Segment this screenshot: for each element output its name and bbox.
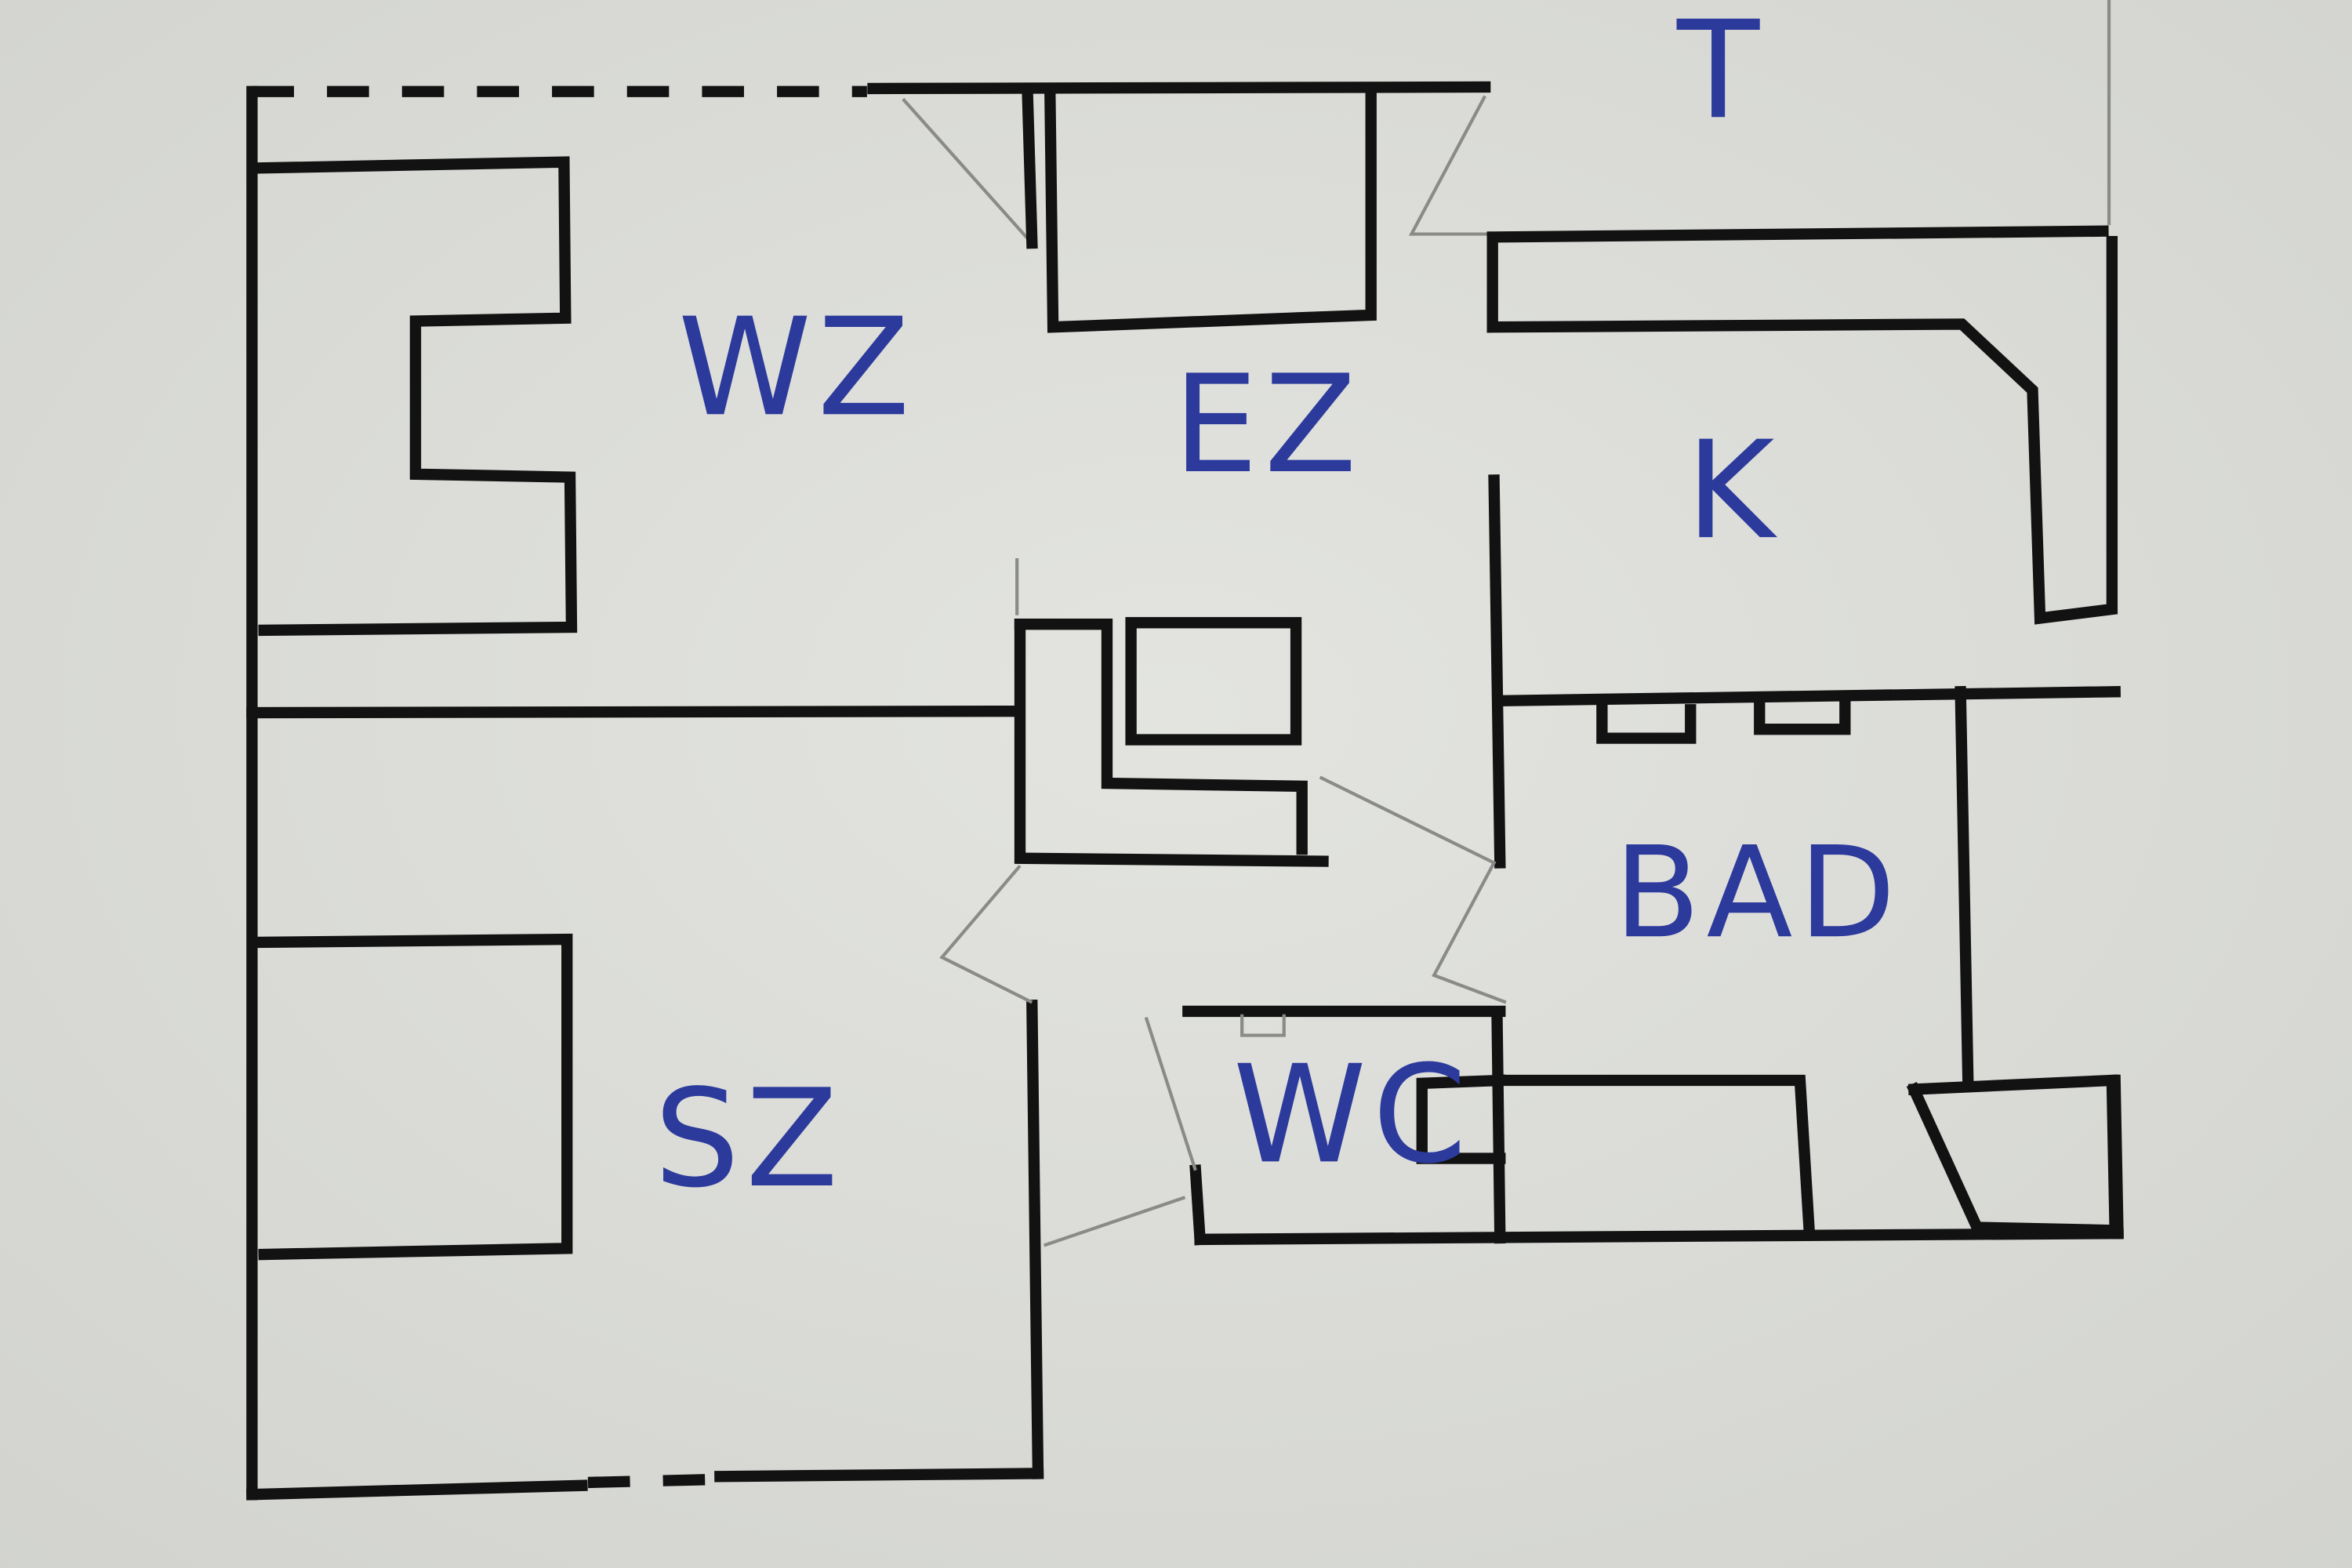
room-label-ez: EZ <box>1173 346 1363 503</box>
room-label-t: T <box>1676 0 1766 149</box>
bad-fixtures <box>1416 699 2122 1236</box>
outer-walls <box>246 81 1491 1501</box>
room-label-wz: WZ <box>678 289 916 446</box>
wz-sofa <box>253 156 578 637</box>
door-swings <box>902 0 2111 1247</box>
room-label-bad: BAD <box>1614 819 1902 966</box>
room-label-wc: WC <box>1233 1036 1473 1193</box>
wz-cabinet <box>1022 87 1377 333</box>
kitchen-counter <box>1486 225 2118 625</box>
room-label-sz: SZ <box>654 1060 844 1218</box>
wc-fixture <box>1240 1014 1286 1037</box>
room-label-k: K <box>1686 412 1781 569</box>
sz-bed <box>255 933 573 1261</box>
center-furniture <box>1014 617 1329 867</box>
